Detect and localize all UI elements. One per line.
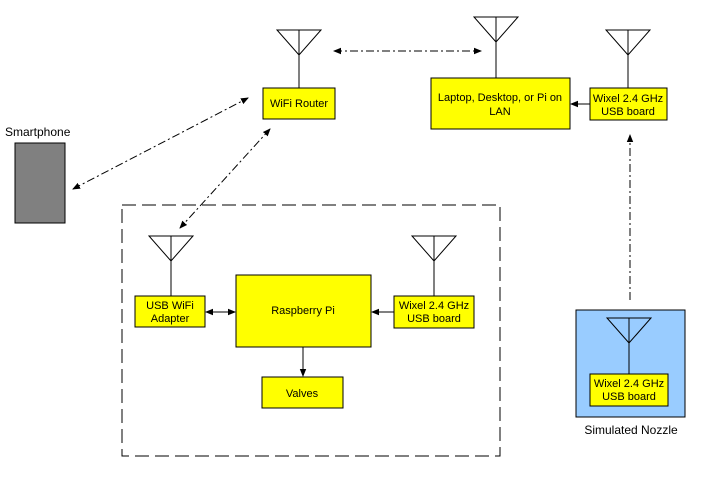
valves-box [261, 376, 344, 409]
wixel-lan-label-line1: Wixel 2.4 GHz [593, 93, 663, 105]
antenna-icon [472, 16, 520, 78]
lan-computer-label-line2: LAN [489, 106, 510, 118]
simulated-nozzle-label: Simulated Nozzle [584, 423, 678, 437]
wireless-link-phone-router [72, 97, 249, 190]
antenna-icon [604, 29, 652, 88]
wifi-router-box [262, 87, 336, 120]
usb-wifi-label-line2: Adapter [151, 313, 190, 325]
valves-label: Valves [286, 388, 319, 400]
lan-computer-box [430, 77, 571, 130]
wixel-pi-box [393, 295, 475, 329]
wireless-link-router-adapter [179, 128, 271, 229]
lan-computer-label-line1: Laptop, Desktop, or Pi on [438, 92, 562, 104]
antenna-icon [410, 235, 458, 296]
wixel-nozzle-label-line1: Wixel 2.4 GHz [594, 378, 664, 390]
usb-wifi-label-line1: USB WiFi [146, 300, 194, 312]
pi-enclosure-dashed-box [121, 204, 501, 457]
smartphone-device [14, 142, 66, 224]
antenna-icon [275, 29, 323, 88]
antenna-icon [605, 317, 653, 374]
wixel-nozzle-box [589, 373, 669, 407]
wixel-nozzle-label-line2: USB board [602, 391, 656, 403]
wixel-pi-label-line1: Wixel 2.4 GHz [399, 300, 469, 312]
antenna-icon [147, 235, 195, 296]
smartphone-label: Smartphone [5, 125, 71, 139]
raspberry-pi-label: Raspberry Pi [271, 305, 335, 317]
wixel-lan-label-line2: USB board [601, 106, 655, 118]
wifi-router-label: WiFi Router [270, 98, 328, 110]
wixel-pi-label-line2: USB board [407, 313, 461, 325]
wixel-lan-box [589, 87, 668, 121]
